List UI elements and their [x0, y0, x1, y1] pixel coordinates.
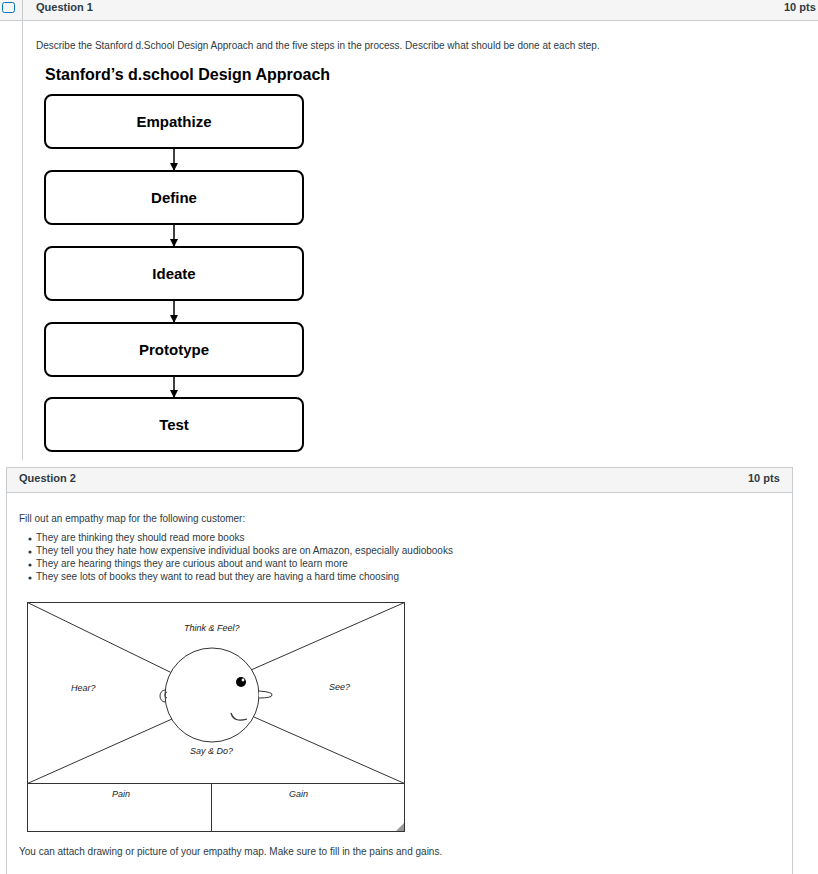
- header-text: Question 1: [36, 1, 93, 14]
- head: [165, 648, 259, 742]
- map-label: See?: [329, 682, 350, 693]
- body-text: They are thinking they should read more …: [36, 532, 244, 544]
- ear: [165, 692, 167, 698]
- header-text: 10 pts: [748, 472, 780, 485]
- process-box: Ideate: [44, 246, 304, 301]
- map-label: Think & Feel?: [184, 623, 240, 634]
- header-border: [0, 20, 818, 21]
- process-box: Prototype: [44, 322, 304, 377]
- step-label: Define: [151, 189, 197, 206]
- bullet: [28, 550, 31, 553]
- step-label: Empathize: [136, 113, 211, 130]
- flow-arrow: [173, 377, 175, 397]
- divider: [211, 784, 212, 832]
- map-label: Say & Do?: [190, 746, 233, 757]
- header-bar: [0, 0, 818, 20]
- empathy-map: [28, 603, 405, 832]
- body-text: Fill out an empathy map for the followin…: [19, 513, 245, 525]
- bullet: [28, 563, 31, 566]
- nose: [259, 691, 272, 698]
- diagram-title: Stanford’s d.school Design Approach: [45, 66, 330, 84]
- flag-icon: [3, 3, 15, 13]
- flow-arrow: [173, 301, 175, 322]
- mouth: [231, 713, 247, 720]
- header-text: Question 2: [19, 472, 76, 485]
- bullet: [28, 537, 31, 540]
- eye: [236, 677, 246, 687]
- process-box: Empathize: [44, 94, 304, 149]
- step-label: Ideate: [152, 265, 195, 282]
- flow-arrow: [173, 225, 175, 246]
- diagonal: [28, 719, 173, 784]
- step-label: Test: [159, 416, 189, 433]
- header-bar: [7, 468, 792, 492]
- diagonal: [251, 603, 405, 671]
- body-text: They are hearing things they are curious…: [36, 558, 348, 570]
- process-box: Define: [44, 170, 304, 225]
- map-label: Hear?: [71, 683, 96, 694]
- diagonal: [28, 603, 173, 674]
- diagonal: [254, 717, 405, 784]
- header-text: 10 pts: [784, 1, 816, 14]
- eye-glint: [242, 679, 245, 682]
- body-text: They tell you they hate how expensive in…: [36, 545, 453, 557]
- step-label: Prototype: [139, 341, 209, 358]
- map-label: Pain: [112, 789, 130, 800]
- flow-arrow: [173, 149, 175, 170]
- resize-handle: [396, 823, 404, 831]
- header-border: [7, 492, 792, 493]
- map-frame: [28, 603, 405, 832]
- body-text: You can attach drawing or picture of you…: [19, 846, 442, 858]
- map-label: Gain: [289, 789, 308, 800]
- process-box: Test: [44, 397, 304, 452]
- body-text: They see lots of books they want to read…: [36, 571, 399, 583]
- question-panel: [7, 468, 793, 874]
- divider: [28, 783, 405, 784]
- bullet: [28, 576, 31, 579]
- panel-border: [22, 0, 23, 460]
- body-text: Describe the Stanford d.School Design Ap…: [36, 40, 600, 52]
- ear: [160, 690, 165, 702]
